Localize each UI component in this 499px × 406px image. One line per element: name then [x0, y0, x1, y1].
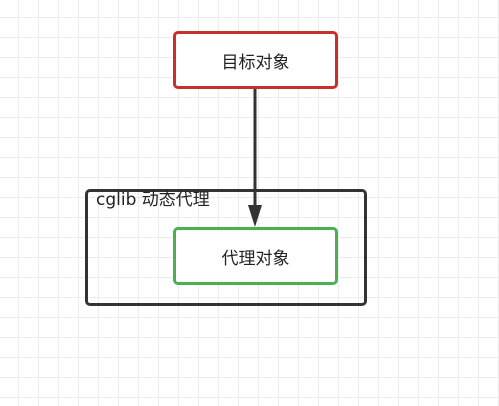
proxy-object-node[interactable]: 代理对象: [173, 227, 338, 285]
target-object-label: 目标对象: [221, 52, 290, 73]
proxy-object-label: 代理对象: [221, 248, 290, 269]
container-label: cglib 动态代理: [96, 190, 210, 210]
cglib-dynamic-proxy-container: cglib 动态代理: [85, 189, 367, 306]
target-object-node[interactable]: 目标对象: [173, 31, 338, 89]
